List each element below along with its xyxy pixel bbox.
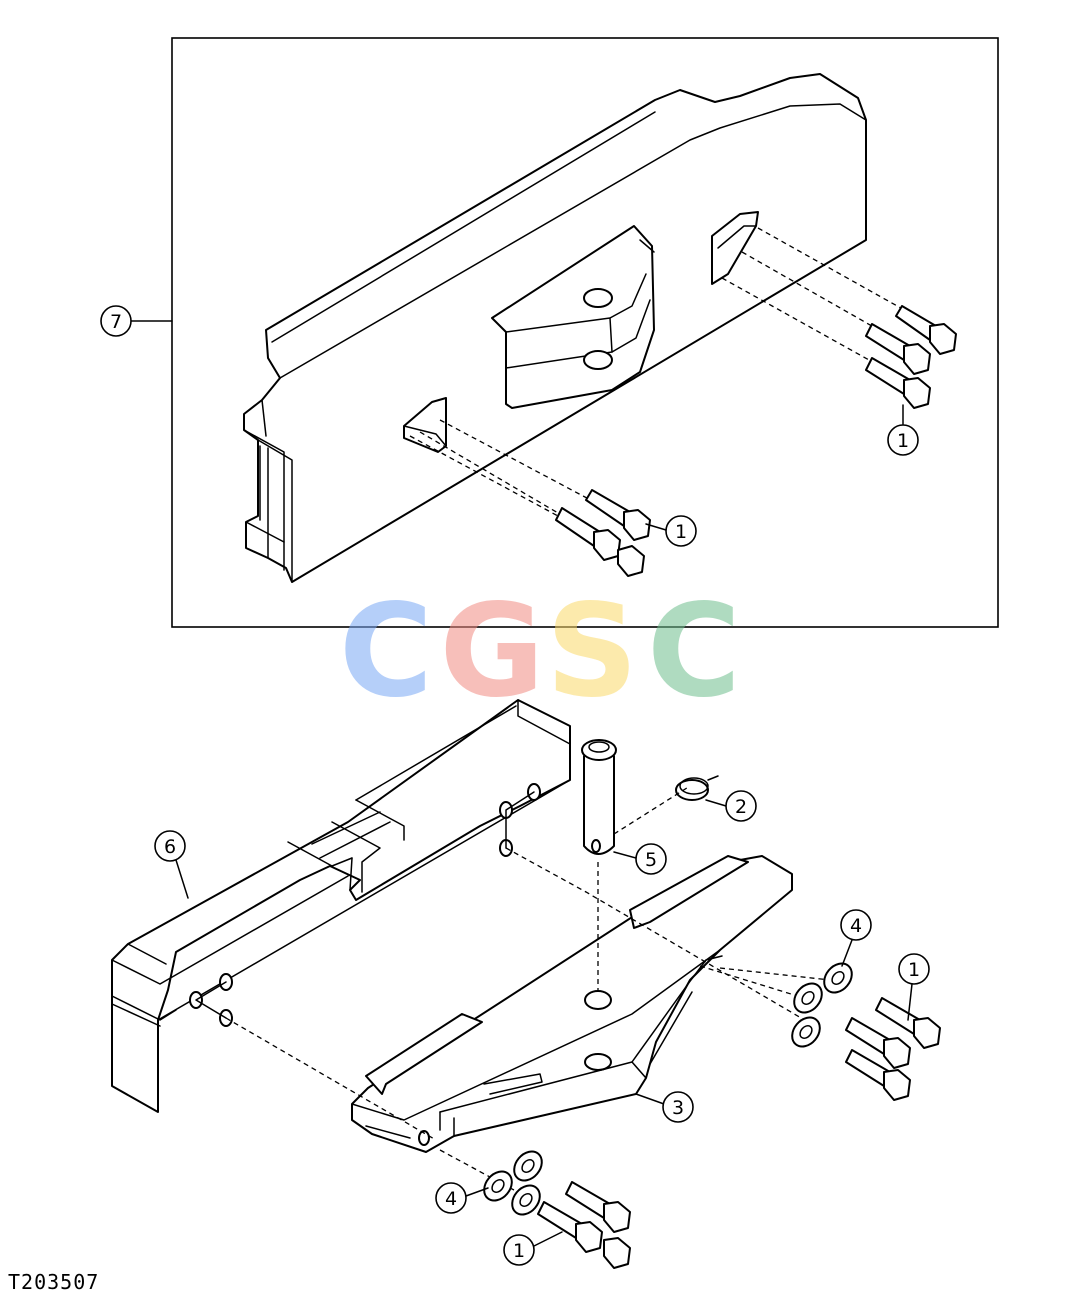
washer (791, 1016, 821, 1048)
callout-6: 6 (154, 830, 186, 862)
svg-text:2: 2 (735, 796, 747, 818)
callout-1: 1 (887, 424, 919, 456)
capscrew (565, 1181, 631, 1233)
capscrew (875, 997, 941, 1049)
washer (483, 1170, 513, 1202)
hitch-pin-part-5 (581, 739, 617, 855)
callout-5: 5 (635, 843, 667, 875)
washer (513, 1150, 543, 1182)
callout-1: 1 (665, 515, 697, 547)
svg-text:6: 6 (164, 836, 176, 858)
watermark-letter: C (339, 577, 433, 726)
callout-4: 4 (840, 909, 872, 941)
capscrew (603, 1237, 631, 1269)
svg-text:5: 5 (645, 849, 657, 871)
washer (823, 962, 853, 994)
capscrew (845, 1017, 911, 1069)
svg-text:4: 4 (850, 915, 862, 937)
watermark-letter: C (647, 577, 741, 726)
watermark-letter: G (439, 577, 544, 726)
svg-text:7: 7 (110, 311, 122, 333)
svg-text:1: 1 (675, 521, 687, 543)
capscrew (555, 507, 621, 561)
drawbar-assembly (243, 73, 867, 583)
callout-7: 7 (100, 305, 132, 337)
watermark-letter: S (546, 577, 638, 726)
hitch-frame-part-3 (351, 855, 793, 1153)
svg-text:4: 4 (445, 1188, 457, 1210)
watermark: C G S C (339, 577, 741, 726)
assembly-frame (171, 37, 999, 628)
callout-2: 2 (725, 790, 757, 822)
callout-1: 1 (898, 953, 930, 985)
capscrew (865, 357, 931, 409)
capscrew (845, 1049, 911, 1101)
callout-1: 1 (503, 1234, 535, 1266)
capscrew (617, 545, 645, 577)
callout-3: 3 (662, 1091, 694, 1123)
figure-id-label: T203507 (8, 1270, 100, 1294)
capscrew (865, 323, 931, 375)
lock-pin-part-2 (675, 775, 719, 801)
callout-4: 4 (435, 1182, 467, 1214)
washer (511, 1184, 541, 1216)
capscrew (895, 305, 957, 355)
capscrew (537, 1201, 603, 1253)
washer (793, 982, 823, 1014)
drawbar-part-6 (111, 699, 571, 1113)
capscrew (585, 489, 651, 541)
svg-text:1: 1 (908, 959, 920, 981)
svg-text:1: 1 (513, 1240, 525, 1262)
svg-text:3: 3 (672, 1097, 684, 1119)
svg-text:1: 1 (897, 430, 909, 452)
